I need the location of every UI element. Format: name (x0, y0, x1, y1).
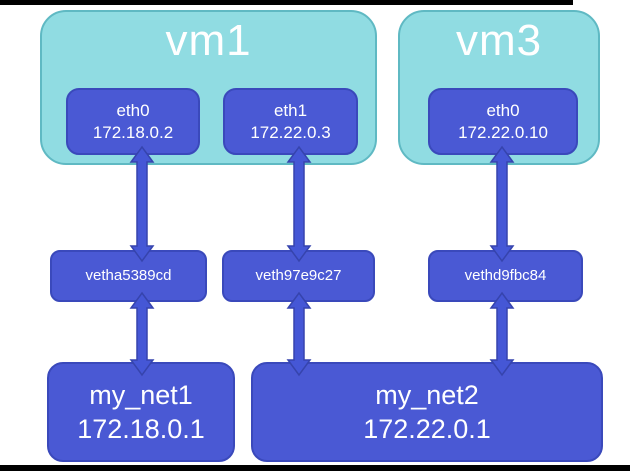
vm-node-vm1: vm1 eth0 172.18.0.2 eth1 172.22.0.3 (40, 10, 377, 165)
interface-ip: 172.22.0.10 (458, 122, 548, 142)
network-node: my_net2 172.22.0.1 (251, 362, 603, 462)
network-ip: 172.22.0.1 (363, 414, 491, 444)
eth-interface-node: eth1 172.22.0.3 (223, 88, 358, 155)
vm-node-vm3: vm3 eth0 172.22.0.10 (398, 10, 600, 165)
vm-title: vm3 (455, 16, 543, 65)
veth-name: vethd9fbc84 (464, 267, 547, 284)
network-node: my_net1 172.18.0.1 (47, 362, 235, 462)
veth-node: veth97e9c27 (222, 250, 375, 302)
top-edge-bar (0, 0, 573, 5)
eth-interface-node: eth0 172.18.0.2 (66, 88, 200, 155)
interface-name: eth0 (486, 100, 520, 120)
veth-name: vetha5389cd (85, 267, 172, 284)
interface-name: eth0 (116, 100, 150, 120)
eth-interface-node: eth0 172.22.0.10 (428, 88, 578, 155)
network-name: my_net1 (89, 380, 193, 410)
interface-ip: 172.22.0.3 (250, 122, 331, 142)
veth-node: vethd9fbc84 (428, 250, 583, 302)
vm-title: vm1 (165, 16, 252, 65)
veth-node: vetha5389cd (50, 250, 207, 302)
network-name: my_net2 (375, 380, 479, 410)
veth-name: veth97e9c27 (255, 267, 342, 284)
interface-name: eth1 (273, 100, 308, 120)
bottom-edge-bar (0, 465, 630, 471)
network-ip: 172.18.0.1 (77, 414, 205, 444)
interface-ip: 172.18.0.2 (92, 122, 174, 142)
